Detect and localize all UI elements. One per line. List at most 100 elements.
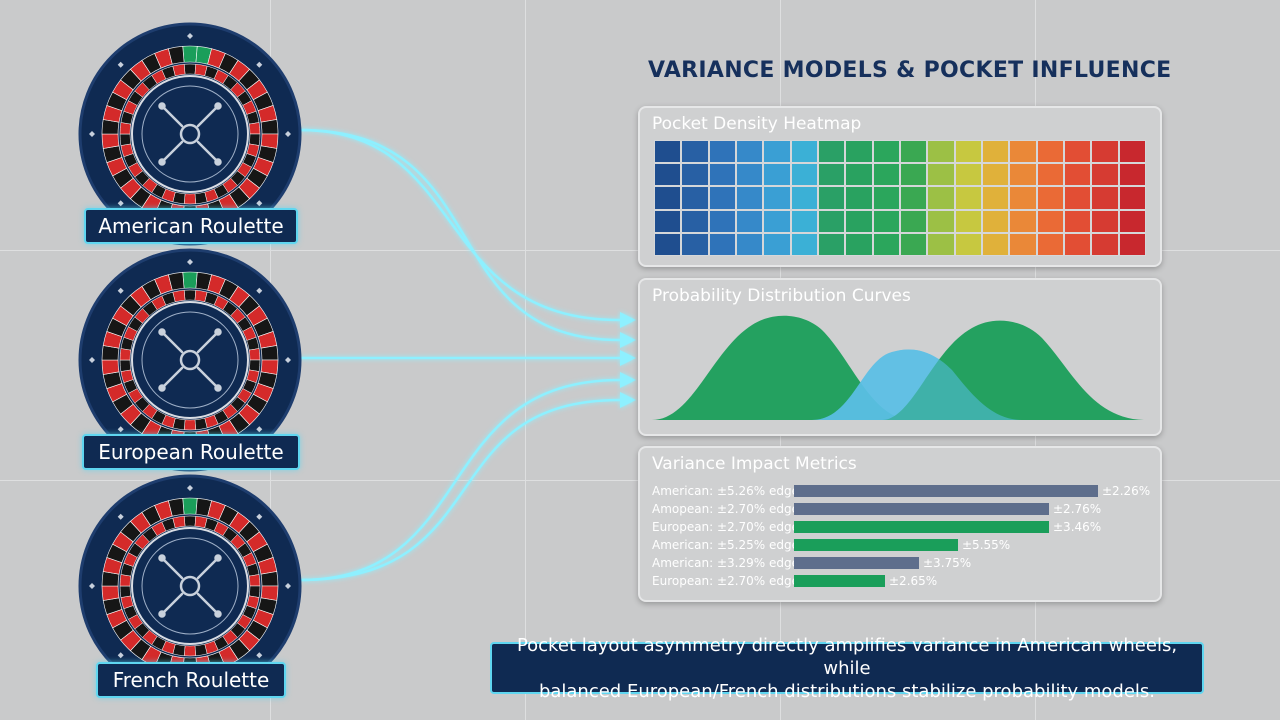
heatmap-cell bbox=[736, 140, 764, 164]
rim-diamond-icon bbox=[285, 357, 291, 363]
pocket-inner bbox=[183, 289, 197, 301]
heatmap-cell bbox=[654, 186, 682, 210]
heatmap-cell bbox=[736, 232, 764, 256]
pocket-inner bbox=[248, 348, 261, 361]
pocket-inner bbox=[183, 645, 197, 657]
heatmap-cell bbox=[681, 140, 709, 164]
heatmap-cell bbox=[790, 186, 818, 210]
heatmap-cell bbox=[1036, 186, 1064, 210]
heatmap-cell bbox=[982, 232, 1010, 256]
rim-diamond-icon bbox=[117, 287, 124, 294]
wheel-cone bbox=[131, 527, 249, 645]
pocket-inner bbox=[172, 515, 186, 529]
heatmap-cell bbox=[790, 209, 818, 233]
turret-arm bbox=[196, 104, 220, 128]
turret-icon bbox=[158, 554, 222, 618]
heatmap-cell bbox=[736, 163, 764, 187]
metrics-panel: Variance Impact Metrics American: ±5.26%… bbox=[638, 446, 1162, 602]
turret-knob bbox=[158, 610, 166, 618]
heatmap-cell bbox=[954, 140, 982, 164]
heatmap-cell bbox=[872, 232, 900, 256]
metric-label: American: ±3.29% edge bbox=[652, 556, 799, 570]
heatmap-cell bbox=[1118, 140, 1146, 164]
heatmap-cell bbox=[982, 140, 1010, 164]
rim-diamond-icon bbox=[256, 287, 263, 294]
pocket bbox=[101, 359, 120, 375]
heatmap-cell bbox=[1064, 209, 1092, 233]
heatmap-cell bbox=[927, 163, 955, 187]
heatmap-cell bbox=[790, 163, 818, 187]
heatmap-cell bbox=[1118, 232, 1146, 256]
heatmap-cell bbox=[1118, 163, 1146, 187]
heatmap-cell bbox=[1009, 232, 1037, 256]
american-roulette-label: American Roulette bbox=[84, 208, 298, 244]
turret-arm bbox=[196, 366, 220, 390]
pocket bbox=[182, 497, 198, 515]
summary-line-2: balanced European/French distributions s… bbox=[538, 680, 1156, 702]
pocket-inner bbox=[248, 585, 261, 598]
heatmap-cell bbox=[763, 232, 791, 256]
heatmap-cell bbox=[1091, 186, 1119, 210]
connector-line bbox=[299, 398, 621, 582]
metric-bar bbox=[794, 521, 1049, 533]
pocket bbox=[182, 271, 198, 289]
heatmap-cell bbox=[681, 209, 709, 233]
rim-diamond-icon bbox=[89, 357, 95, 363]
green-left-curve bbox=[652, 315, 912, 420]
turret-arm bbox=[160, 592, 184, 616]
heatmap-cell bbox=[654, 140, 682, 164]
cone-ring bbox=[141, 311, 239, 409]
metrics-title: Variance Impact Metrics bbox=[652, 454, 857, 474]
heatmap-cell bbox=[954, 232, 982, 256]
pocket-inner bbox=[119, 574, 132, 587]
rim-diamond-icon bbox=[117, 513, 124, 520]
summary-caption: Pocket layout asymmetry directly amplifi… bbox=[490, 635, 1204, 702]
heatmap-grid bbox=[654, 140, 1146, 256]
heatmap-cell bbox=[654, 163, 682, 187]
turret-arm bbox=[160, 556, 184, 580]
pocket-inner bbox=[119, 122, 132, 135]
pocket bbox=[101, 585, 120, 601]
pocket-inner bbox=[119, 359, 132, 372]
heatmap-cell bbox=[790, 140, 818, 164]
heatmap-cell bbox=[982, 186, 1010, 210]
heatmap-cell bbox=[845, 163, 873, 187]
pocket-inner bbox=[248, 574, 261, 587]
turret-icon bbox=[158, 102, 222, 166]
pocket-inner bbox=[119, 585, 132, 598]
pocket-inner bbox=[248, 133, 261, 146]
heatmap-cell bbox=[845, 186, 873, 210]
connector-line bbox=[299, 128, 621, 322]
french-roulette-label: French Roulette bbox=[96, 662, 286, 698]
heatmap-cell bbox=[681, 232, 709, 256]
pocket-inner bbox=[194, 191, 208, 205]
heatmap-cell bbox=[927, 186, 955, 210]
rim-diamond-icon bbox=[117, 61, 124, 68]
heatmap-cell bbox=[1091, 163, 1119, 187]
arrow-head-icon bbox=[620, 332, 636, 348]
heatmap-cell bbox=[1091, 209, 1119, 233]
heatmap-cell bbox=[954, 163, 982, 187]
heatmap-cell bbox=[1091, 232, 1119, 256]
metric-bar bbox=[794, 539, 958, 551]
pocket bbox=[260, 345, 279, 361]
turret-knob bbox=[158, 328, 166, 336]
rim-diamond-icon bbox=[89, 131, 95, 137]
arrow-head-icon bbox=[620, 392, 636, 408]
turret-hub bbox=[179, 123, 201, 145]
heatmap-cell bbox=[708, 209, 736, 233]
heatmap-cell bbox=[1036, 163, 1064, 187]
curves-panel: Probability Distribution Curves bbox=[638, 278, 1162, 436]
heatmap-cell bbox=[790, 232, 818, 256]
turret-arm bbox=[196, 556, 220, 580]
turret-arm bbox=[160, 330, 184, 354]
heatmap-cell bbox=[1064, 163, 1092, 187]
turret-arm bbox=[196, 592, 220, 616]
heatmap-cell bbox=[900, 186, 928, 210]
rim-diamond-icon bbox=[117, 652, 124, 659]
turret-knob bbox=[214, 384, 222, 392]
turret-knob bbox=[158, 384, 166, 392]
heatmap-cell bbox=[818, 209, 846, 233]
heatmap-cell bbox=[1009, 163, 1037, 187]
metric-value: ±2.65% bbox=[889, 574, 938, 588]
